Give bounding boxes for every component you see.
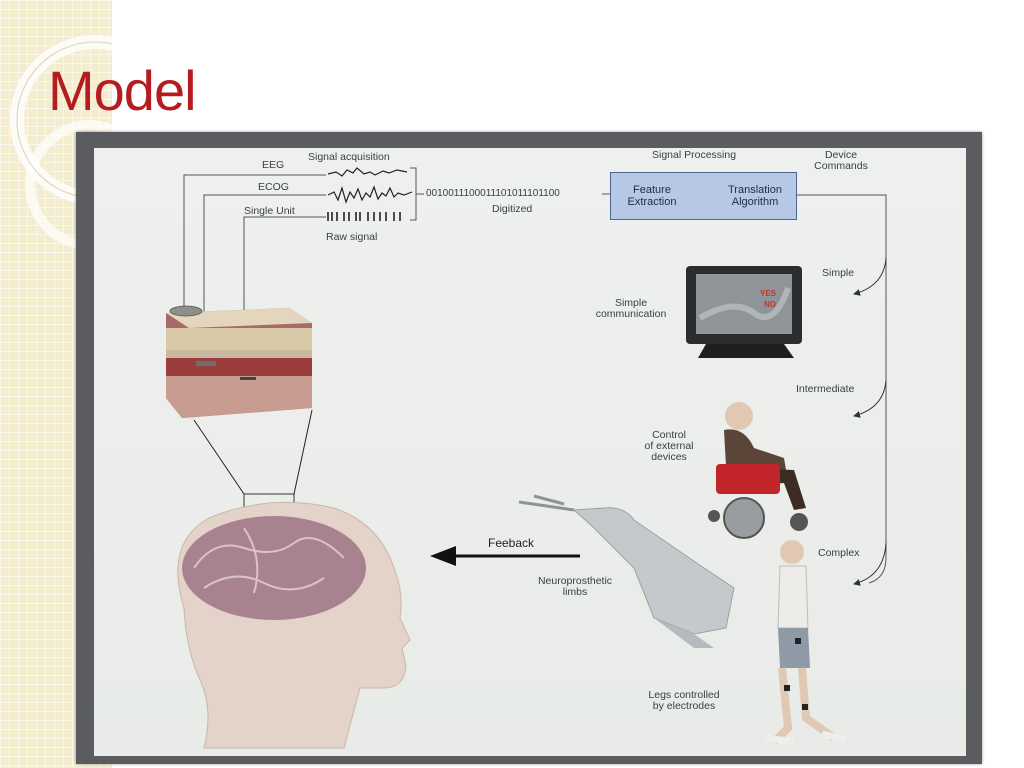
complex-label: Complex xyxy=(818,547,860,559)
eeg-wave xyxy=(327,167,408,177)
binary-label: 0010011100011101011101100 xyxy=(426,188,560,199)
signal-processing-label: Signal Processing xyxy=(652,149,737,161)
diagram-graphics xyxy=(166,167,887,749)
ecog-lead xyxy=(203,194,326,348)
device-commands-label: Device Commands xyxy=(814,149,868,172)
feature-extraction-label: Feature Extraction xyxy=(627,184,677,208)
single-unit-label: Single Unit xyxy=(244,205,295,217)
simple-communication-label: Simple communication xyxy=(595,297,667,320)
digitized-label: Digitized xyxy=(492,203,533,215)
intermediate-label: Intermediate xyxy=(796,383,855,395)
ecog-label: ECOG xyxy=(258,181,289,193)
eeg-label: EEG xyxy=(262,159,285,171)
eeg-lead xyxy=(183,174,326,308)
legs-label: Legs controlled by electrodes xyxy=(648,689,720,712)
simple-label: Simple xyxy=(822,267,855,279)
command-path xyxy=(795,194,887,584)
ecog-wave xyxy=(327,185,413,204)
tissue-block xyxy=(166,305,312,418)
signal-processing-box xyxy=(610,172,797,220)
figure-frame: Signal acquisition EEG ECOG Single Unit … xyxy=(76,132,982,764)
slide-title: Model xyxy=(48,59,197,122)
control-external-label: Control of external devices xyxy=(644,429,694,463)
wheelchair-illustration xyxy=(708,402,808,539)
simple-arrow xyxy=(853,257,887,296)
feedback-arrow xyxy=(430,546,580,566)
translation-algorithm-label: Translation Algorithm xyxy=(727,184,782,208)
monitor-illustration xyxy=(686,266,802,358)
feedback-label: Feeback xyxy=(488,536,535,550)
neuroprosthetic-label: Neuroprosthetic limbs xyxy=(537,575,613,598)
prosthetic-arm xyxy=(518,494,735,648)
raw-signal-label: Raw signal xyxy=(326,231,378,243)
unit-spikes xyxy=(327,212,401,221)
signal-acquisition-label: Signal acquisition xyxy=(308,151,390,163)
screen-no-text: NO xyxy=(764,300,776,309)
walking-person-illustration xyxy=(765,540,847,746)
signal-bracket xyxy=(410,167,424,221)
screen-yes-text: YES xyxy=(760,289,777,298)
intermediate-arrow xyxy=(853,379,887,418)
head-illustration xyxy=(177,501,411,749)
complex-arrow xyxy=(853,542,887,586)
projection-lines xyxy=(193,409,313,495)
diagram-panel: Signal acquisition EEG ECOG Single Unit … xyxy=(94,148,966,756)
